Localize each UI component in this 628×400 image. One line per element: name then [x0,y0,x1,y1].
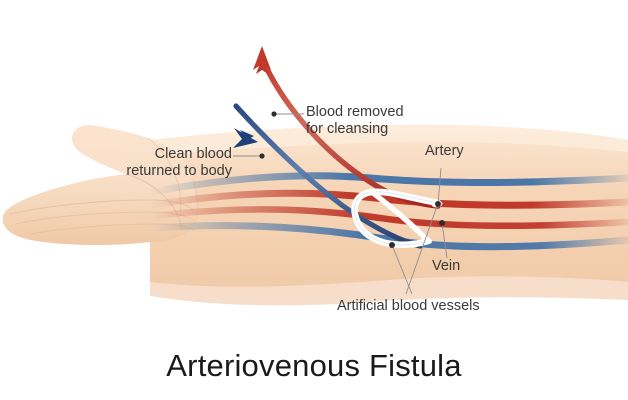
dot-graft-lower [389,242,395,248]
label-blood-removed: Blood removed for cleansing [306,104,404,137]
vein-branch [146,222,628,251]
dot-clean-blood [259,153,265,159]
clean-blood-return-tube [233,103,423,249]
page-title: Arteriovenous Fistula [166,348,462,383]
dot-vein [439,220,445,226]
blood-removal-tube [253,46,441,209]
leader-lines [233,113,448,295]
dot-blood-removed [271,111,277,117]
artery [146,189,628,209]
label-vein: Vein [432,258,461,274]
vein [146,172,628,196]
artery-branch [146,206,628,230]
leader-dots [259,111,445,248]
label-artificial-blood-vessels: Artificial blood vessels [337,298,480,314]
dot-artery [435,201,441,207]
label-artery: Artery [425,143,464,159]
label-clean-blood: Clean blood returned to body [126,146,232,179]
